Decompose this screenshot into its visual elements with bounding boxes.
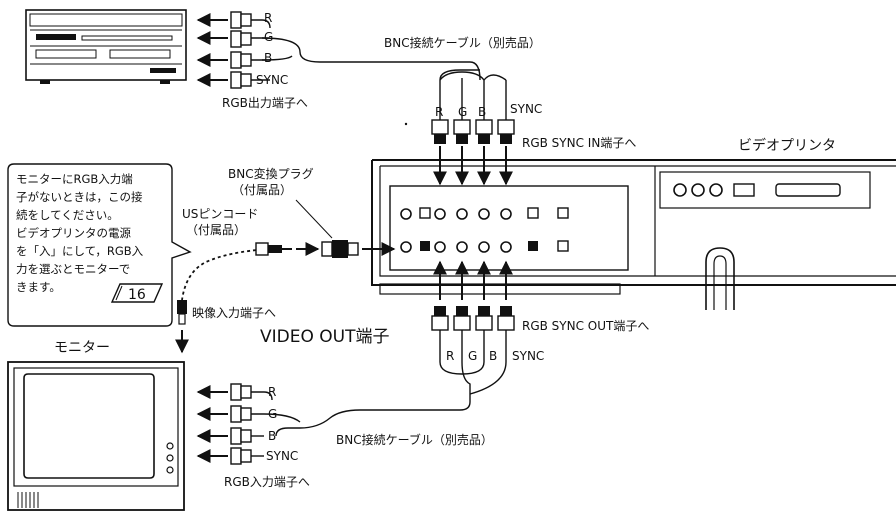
out-plug-r: R [446, 349, 454, 363]
bottom-cable-bundle [275, 330, 507, 437]
in-plug-b: B [478, 105, 486, 119]
monitor-connectors [196, 383, 301, 465]
rgb-output-label: RGB出力端子へ [222, 96, 308, 110]
in-plug-g: G [458, 105, 467, 119]
top-signal-g: G [264, 30, 273, 44]
monitor-signal-r: R [268, 385, 276, 399]
in-plug-sync: SYNC [510, 102, 542, 116]
in-plugs [431, 119, 515, 144]
bnc-adapter-label: BNC変換プラグ [228, 166, 314, 181]
source-device-icon [25, 9, 187, 84]
bnc-adapter-icon [321, 240, 359, 258]
video-out-label: VIDEO OUT端子 [260, 327, 389, 347]
note-line-1: モニターにRGB入力端 [16, 172, 133, 186]
out-arrows [433, 260, 513, 300]
out-plug-b: B [489, 349, 497, 363]
page-reference-icon [110, 283, 164, 303]
rgb-input-label: RGB入力端子へ [224, 475, 310, 489]
pin-cord-label: USピンコード [182, 207, 258, 221]
note-line-6: 力を選ぶとモニターで [16, 262, 130, 276]
top-cable-bundle [439, 69, 507, 120]
monitor-signal-g: G [268, 407, 277, 421]
monitor-cable-label: BNC接続ケーブル（別売品） [336, 432, 493, 447]
video-printer-icon [371, 159, 896, 310]
monitor-title: モニター [54, 340, 110, 356]
monitor-signal-sync: SYNC [266, 449, 298, 463]
video-in-label: 映像入力端子へ [192, 306, 276, 320]
top-signal-b: B [264, 51, 272, 65]
note-line-5: を「入」にして，RGB入 [16, 244, 144, 258]
rgb-sync-out-label: RGB SYNC OUT端子へ [522, 319, 649, 333]
in-arrows [433, 146, 513, 186]
note-line-7: きます。 [16, 280, 61, 294]
video-out-terminal [400, 241, 412, 253]
bnc-plug-icon [230, 383, 252, 465]
monitor-signal-b: B [268, 429, 276, 443]
bnc-adapter-sublabel: （付属品） [232, 183, 292, 197]
top-cable-label: BNC接続ケーブル（別売品） [384, 35, 541, 50]
out-plugs [431, 306, 515, 331]
out-plug-sync: SYNC [512, 349, 544, 363]
printer-terminals [400, 207, 569, 253]
note-line-2: 子がないときは，この接 [16, 190, 143, 204]
out-plug-g: G [468, 349, 477, 363]
monitor-icon [7, 361, 185, 511]
pin-cord-sublabel: （付属品） [186, 223, 246, 237]
note-line-4: ビデオプリンタの電源 [16, 226, 131, 240]
in-plug-r: R [435, 105, 443, 119]
bnc-plug-icon [230, 11, 252, 89]
video-in-connector [175, 300, 189, 354]
rca-plug-icon [255, 242, 292, 256]
top-signal-sync: SYNC [256, 73, 288, 87]
top-signal-r: R [264, 11, 272, 25]
source-connectors [196, 11, 481, 89]
note-line-3: 続をしてください。 [16, 208, 119, 222]
rgb-sync-in-label: RGB SYNC IN端子へ [522, 136, 636, 150]
page-reference: 16 [128, 287, 146, 303]
printer-title: ビデオプリンタ [738, 137, 836, 154]
